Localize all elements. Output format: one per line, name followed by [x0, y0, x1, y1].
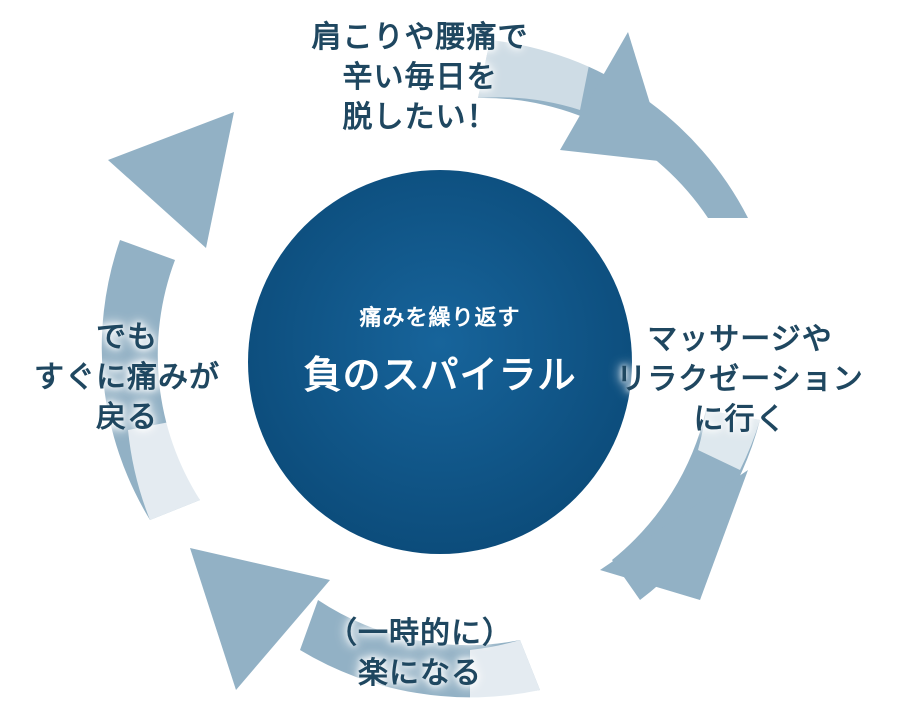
cycle-step-right-line: に行く [693, 402, 787, 437]
cycle-arrowhead-bottom-left [190, 548, 330, 690]
cycle-step-bottom-line: 楽になる [358, 656, 482, 691]
cycle-arrowhead-left-top [108, 112, 234, 248]
cycle-step-bottom: （一時的に） 楽になる [300, 614, 540, 694]
center-subtitle: 痛みを繰り返す [359, 305, 521, 331]
cycle-step-left-line: でも [96, 320, 158, 355]
cycle-step-right-line: マッサージや [647, 322, 833, 357]
cycle-step-top: 肩こりや腰痛で 辛い毎日を 脱したい！ [250, 18, 590, 138]
cycle-step-left-line: 戻る [96, 400, 158, 435]
center-title: 負のスパイラル [303, 352, 577, 397]
cycle-arrow-left-top [101, 240, 200, 520]
cycle-arrowhead-top-right [560, 32, 668, 162]
cycle-step-top-line: 肩こりや腰痛で [311, 20, 529, 55]
cycle-step-bottom-line: （一時的に） [327, 616, 513, 651]
cycle-step-left: でも すぐに痛みが 戻る [2, 318, 252, 438]
cycle-step-top-line: 脱したい！ [342, 100, 498, 135]
center-circle [248, 170, 632, 554]
cycle-step-right-line: リラクゼーション [616, 362, 864, 397]
cycle-step-left-line: すぐに痛みが [34, 360, 220, 395]
cycle-arrowhead-right-bottom [600, 470, 748, 600]
cycle-step-right: マッサージや リラクゼーション に行く [590, 320, 890, 440]
cycle-step-top-line: 辛い毎日を [342, 60, 498, 95]
